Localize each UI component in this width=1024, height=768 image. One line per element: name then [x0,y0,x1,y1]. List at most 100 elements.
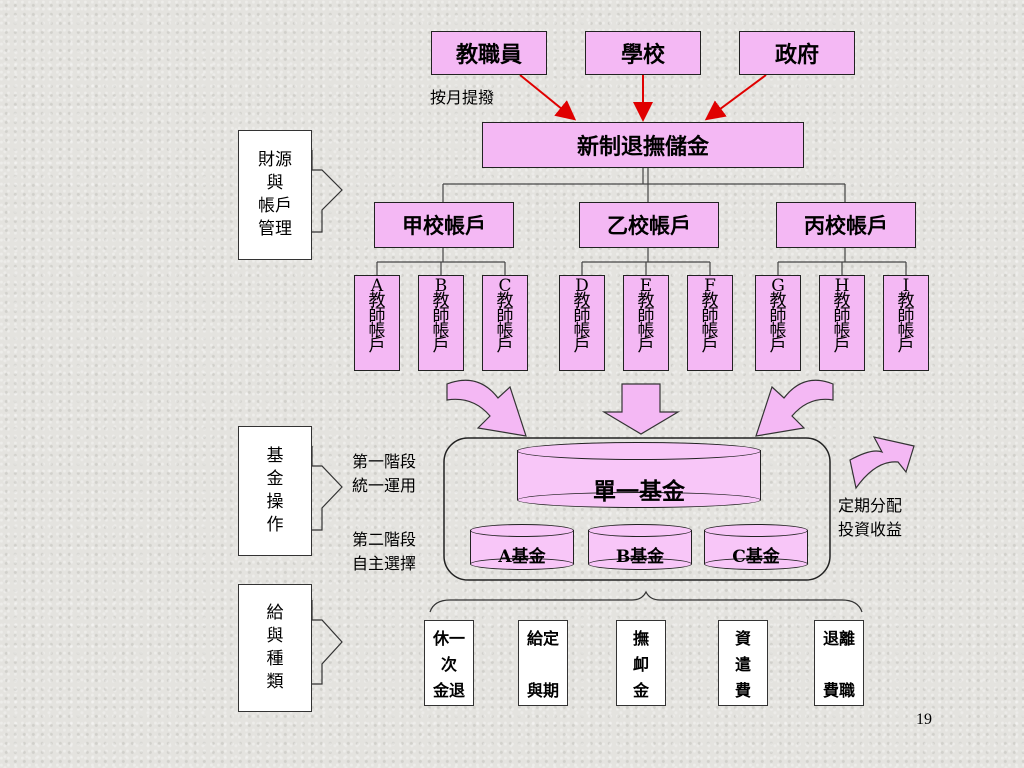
payment-line: 資 [734,629,751,648]
account-char: 教 [368,291,386,311]
source-staff-box: 教職員 [431,31,547,75]
account-char: 戶 [769,336,787,356]
stage1-note: 第一階段 統一運用 [352,450,416,498]
single-fund-label: 單一基金 [593,478,685,505]
account-char: 師 [368,306,386,326]
payment-periodic: 給定 與期 [518,620,568,706]
payment-resignation: 退離 費職 [814,620,864,706]
payment-line: 金退 [432,681,465,700]
section-label-line: 給 [266,603,284,623]
payment-line: 給定 [526,629,559,648]
payment-line: 費 [734,681,751,700]
page-number: 19 [916,711,932,728]
stage1-title: 第一階段 [352,452,417,471]
section-label-line: 基 [266,446,284,466]
fund-operation-container [443,437,831,581]
account-char: 師 [573,306,591,326]
section-label-payment-types: 給 與 種 類 [238,584,312,712]
account-char: 戶 [637,336,655,356]
arrow-staff-to-fund [519,74,577,121]
account-char: 教 [701,291,719,311]
distribution-note: 定期分配 投資收益 [838,494,902,542]
account-letter: F [704,276,716,296]
account-char: 師 [769,306,787,326]
section-label-line: 類 [266,672,284,692]
account-char: 帳 [573,321,591,341]
payment-line: 與期 [526,681,559,700]
block-arrow-right [755,379,834,437]
payment-line: 退離 [822,629,855,648]
block-arrow-center [601,383,681,435]
school-account-bing: 丙校帳戶 [776,202,916,248]
stage2-title: 第二階段 [352,530,417,549]
payment-line: 次 [440,655,457,674]
account-char: 教 [769,291,787,311]
account-letter: C [498,276,512,296]
block-arrow-outgoing [849,436,915,490]
section-label-line: 作 [266,515,284,535]
account-char: 教 [637,291,655,311]
account-char: 帳 [833,321,851,341]
account-char: 師 [701,306,719,326]
account-char: 戶 [897,336,915,356]
payment-line: 金 [632,681,649,700]
fund-b-label: B基金 [615,547,665,567]
account-letter: B [434,276,448,296]
account-char: 教 [496,291,514,311]
account-char: 戶 [432,336,450,356]
account-letter: E [639,276,653,296]
fund-b-drum: B基金 [588,524,692,570]
account-char: 師 [637,306,655,326]
account-char: 戶 [573,336,591,356]
payment-brace [429,590,863,613]
source-government-box: 政府 [739,31,855,75]
payment-line: 休一 [432,629,465,648]
block-arrow-left [446,379,527,437]
account-char: 帳 [769,321,787,341]
payment-line: 撫 [632,629,649,648]
teacher-account-e: E 教 師 帳 戶 [623,275,669,371]
account-char: 師 [897,306,915,326]
account-char: 師 [432,306,450,326]
chevron-section-3 [311,600,343,685]
stage2-note: 第二階段 自主選擇 [352,528,416,576]
distribution-line-2: 投資收益 [838,520,903,539]
source-school-box: 學校 [585,31,701,75]
account-char: 師 [833,306,851,326]
account-char: 教 [833,291,851,311]
account-char: 帳 [368,321,386,341]
payment-line: 遣 [734,655,751,674]
account-char: 戶 [496,336,514,356]
central-fund-box: 新制退撫儲金 [482,122,804,168]
section-label-line: 帳戶 [258,196,292,216]
payment-lump-sum: 休一 次 金退 [424,620,474,706]
arrow-gov-to-fund [704,74,767,121]
section-label-fund-operation: 基 金 操 作 [238,426,312,556]
chevron-section-2 [311,446,343,531]
payment-survivor: 撫 卹 金 [616,620,666,706]
account-letter: D [575,276,589,296]
account-char: 戶 [833,336,851,356]
section-label-line: 財源 [258,150,292,170]
account-char: 帳 [637,321,655,341]
teacher-account-b: B 教 師 帳 戶 [418,275,464,371]
fund-a-label: A基金 [498,547,546,567]
school-account-jia: 甲校帳戶 [374,202,514,248]
section-label-line: 與 [266,626,284,646]
account-char: 師 [496,306,514,326]
school-account-yi: 乙校帳戶 [579,202,719,248]
account-char: 帳 [496,321,514,341]
account-char: 帳 [432,321,450,341]
account-letter: G [771,276,785,296]
teacher-account-d: D 教 師 帳 戶 [559,275,605,371]
teacher-account-h: H 教 師 帳 戶 [819,275,865,371]
account-char: 戶 [701,336,719,356]
teacher-account-f: F 教 師 帳 戶 [687,275,733,371]
account-char: 教 [573,291,591,311]
section-label-line: 金 [266,469,284,489]
teacher-account-c: C 教 師 帳 戶 [482,275,528,371]
fund-to-schools-lines [442,168,846,202]
fund-c-label: C基金 [732,547,780,567]
school-to-account-lines [376,248,907,275]
stage2-desc: 自主選擇 [352,554,417,573]
